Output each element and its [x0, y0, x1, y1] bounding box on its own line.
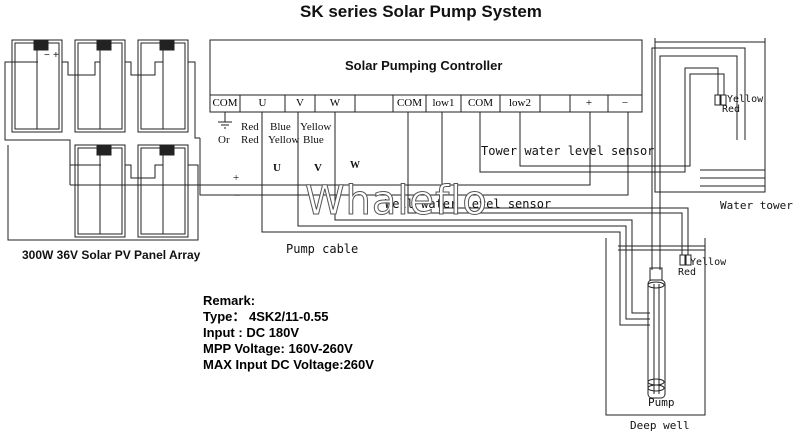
- terminal-v: V: [296, 97, 304, 109]
- tower-sensor-wires: [479, 67, 725, 173]
- pump-label: Pump: [648, 396, 675, 409]
- wire-letter-u: U: [273, 162, 281, 174]
- well-probe-red-label: Red: [678, 267, 697, 278]
- remark-line: MAX Input DC Voltage:260V: [203, 357, 374, 372]
- well-sensor-probe: [679, 254, 686, 266]
- tower-sensor-probe: [720, 94, 727, 106]
- pv-panel: [11, 39, 63, 133]
- tower-probe-red-label: Red: [722, 104, 741, 115]
- remark-heading: Remark:: [203, 293, 256, 308]
- well-sensor-probe: [685, 254, 692, 266]
- well-sensor-wires: [407, 112, 689, 255]
- pv-panel: [74, 39, 126, 133]
- pump-cable-label: Pump cable: [286, 242, 359, 256]
- panel-array-label: 300W 36V Solar PV Panel Array: [22, 248, 201, 262]
- terminal-dividers: [239, 95, 609, 112]
- tower-sensor-probe: [714, 94, 721, 106]
- ground-icon: [218, 112, 232, 129]
- delivery-pipe: [659, 55, 738, 270]
- wire-label-or: Or: [218, 134, 230, 146]
- pv-panel: [74, 144, 126, 238]
- panel-plus-label: +: [53, 50, 59, 61]
- page-title: SK series Solar Pump System: [300, 2, 542, 21]
- terminal-blank-2: [540, 95, 570, 111]
- pv-plus-label: +: [233, 172, 240, 184]
- terminal-low2: low2: [509, 97, 531, 109]
- wire-label-blue: Blue: [270, 121, 291, 133]
- remark-line: Input : DC 180V: [203, 325, 300, 340]
- deep-well-label: Deep well: [630, 419, 690, 432]
- remark-line: Type： 4SK2/11-0.55: [203, 309, 329, 324]
- tower-probe-yellow-label: Yellow: [727, 94, 764, 105]
- wire-label-yellow: Yellow: [300, 121, 332, 133]
- remark-block: Remark: Type： 4SK2/11-0.55 Input : DC 18…: [203, 293, 374, 373]
- well-probe-yellow-label: Yellow: [690, 257, 727, 268]
- terminal-com: COM: [212, 97, 238, 109]
- tower-sensor-label: Tower water level sensor: [481, 144, 655, 158]
- pump-icon: [647, 267, 666, 399]
- terminal-u: U: [258, 97, 267, 109]
- wire-label-red: Red: [241, 134, 259, 146]
- panel-array-wiring: [4, 61, 629, 241]
- remark-line: MPP Voltage: 160V-260V: [203, 341, 353, 356]
- water-tower: [654, 38, 766, 193]
- pump-cable-wires: [261, 112, 650, 326]
- controller-title: Solar Pumping Controller: [345, 58, 503, 73]
- terminal-low1: low1: [432, 97, 455, 109]
- delivery-pipe: [651, 47, 746, 270]
- pv-minus-label: −: [234, 190, 241, 202]
- watermark: Whaleflo: [305, 178, 488, 225]
- terminal-com-2: COM: [396, 97, 423, 109]
- pv-panel: [137, 39, 189, 133]
- pv-panel: [137, 144, 189, 238]
- deep-well: [605, 238, 706, 416]
- wire-letter-w: W: [350, 160, 360, 171]
- terminal-plus: +: [585, 97, 593, 109]
- panel-minus-label: −: [44, 50, 50, 61]
- wire-label-red: Red: [241, 121, 259, 133]
- terminal-minus: −: [621, 97, 629, 109]
- terminal-w: W: [329, 97, 341, 109]
- wire-label-yellow: Yellow: [268, 134, 300, 146]
- water-tower-label: Water tower: [720, 199, 793, 212]
- terminal-com-3: COM: [467, 97, 494, 109]
- wire-label-blue: Blue: [303, 134, 324, 146]
- terminal-blank: [355, 95, 393, 111]
- well-sensor-label: Well water level sensor: [385, 197, 552, 211]
- wire-letter-v: V: [314, 162, 322, 174]
